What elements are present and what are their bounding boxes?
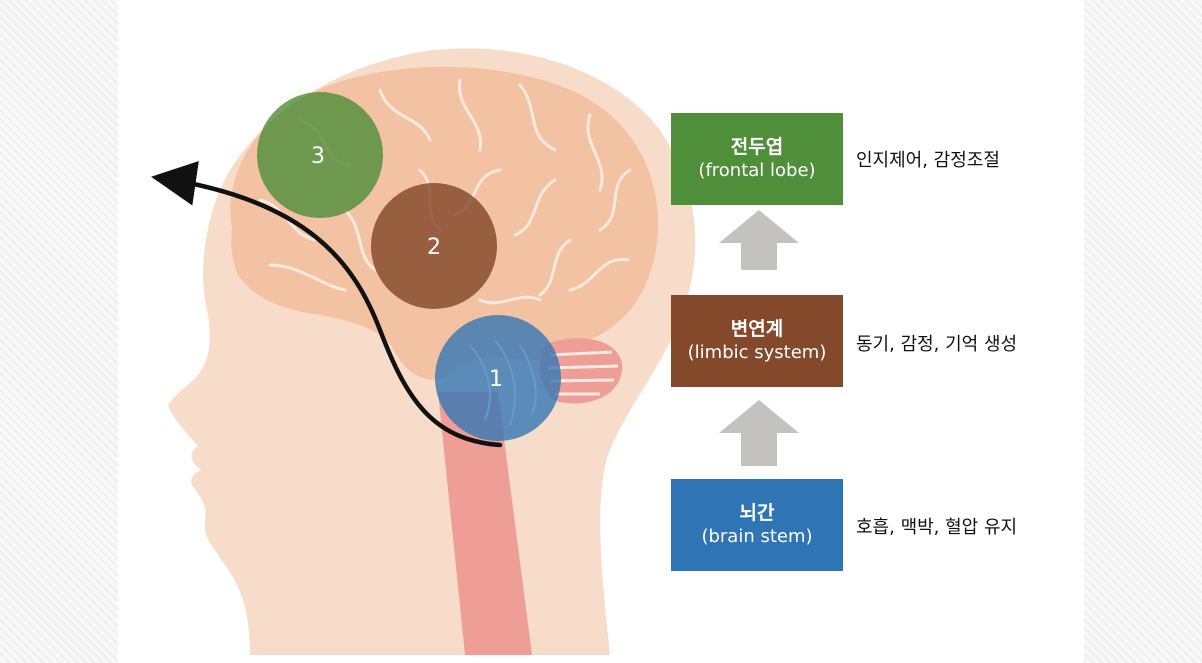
brain-stem-title: 뇌간 — [739, 501, 775, 524]
region-marker-2: 2 — [371, 183, 497, 309]
limbic-system-description: 동기, 감정, 기억 생성 — [856, 334, 1018, 355]
frontal-lobe-description: 인지제어, 감정조절 — [856, 150, 1000, 171]
right-border — [1084, 0, 1202, 663]
brain-stem-description: 호흡, 맥박, 혈압 유지 — [856, 517, 1018, 538]
limbic-system-title: 변연계 — [730, 317, 784, 340]
frontal-lobe-title: 전두엽 — [730, 135, 784, 158]
brain-stem-subtitle: (brain stem) — [701, 525, 813, 547]
region-marker-1: 1 — [435, 315, 561, 441]
marker-2-label: 2 — [427, 235, 441, 260]
up-arrow-icon — [719, 400, 799, 466]
frontal-lobe-box: 전두엽 (frontal lobe) — [671, 113, 843, 205]
up-arrow-icon — [719, 210, 799, 270]
marker-1-label: 1 — [489, 367, 503, 392]
left-border — [0, 0, 118, 663]
marker-3-label: 3 — [311, 144, 325, 169]
region-marker-3: 3 — [257, 92, 383, 218]
spinal-cord — [438, 392, 532, 655]
frontal-lobe-subtitle: (frontal lobe) — [698, 159, 816, 181]
brain-stem-box: 뇌간 (brain stem) — [671, 479, 843, 571]
limbic-system-box: 변연계 (limbic system) — [671, 295, 843, 387]
limbic-system-subtitle: (limbic system) — [687, 341, 827, 363]
pathway-arrow — [151, 160, 503, 448]
